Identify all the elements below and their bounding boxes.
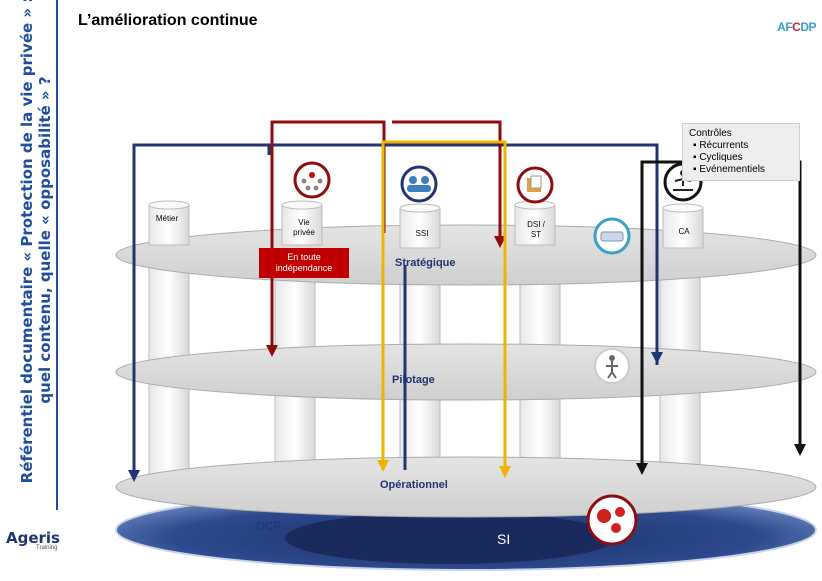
globe-badge-icon bbox=[593, 217, 631, 255]
label-vie-privee-line2: privée bbox=[293, 228, 315, 237]
document-folder-icon bbox=[516, 166, 554, 204]
yellow-loop-arrow bbox=[381, 140, 507, 470]
red-arrowhead bbox=[266, 345, 278, 357]
independance-line1: En toute bbox=[287, 252, 321, 262]
label-ca: CA bbox=[678, 227, 690, 236]
stage-strategique: Stratégique bbox=[395, 257, 456, 269]
controls-item: Cycliques bbox=[699, 152, 793, 164]
controls-heading: Contrôles bbox=[689, 128, 732, 139]
stage-pilotage: Pilotage bbox=[392, 374, 435, 386]
label-metier: Métier bbox=[155, 214, 179, 223]
independance-box: En toute indépendance bbox=[259, 248, 349, 278]
yellow-arrowhead bbox=[377, 460, 389, 472]
column bbox=[148, 264, 190, 371]
side-divider bbox=[56, 0, 58, 510]
brand-part3: DP bbox=[800, 20, 816, 34]
column bbox=[514, 204, 556, 246]
label-vie-privee-line1: Vie bbox=[298, 218, 310, 227]
yellow-arrowhead-2 bbox=[499, 466, 511, 478]
brand-logo: AFCDP bbox=[777, 20, 816, 34]
navy-arrowhead bbox=[128, 470, 140, 482]
base-label-dcp: DCP bbox=[256, 519, 282, 533]
logo-sub: Training bbox=[36, 545, 58, 551]
navy-arrowhead-2 bbox=[651, 352, 663, 364]
independance-line2: indépendance bbox=[275, 263, 333, 273]
top-columns bbox=[148, 200, 704, 249]
puzzle-person-icon bbox=[594, 348, 630, 384]
people-group-icon bbox=[293, 161, 331, 199]
column-top bbox=[148, 200, 190, 210]
column bbox=[662, 207, 704, 249]
column bbox=[399, 207, 441, 249]
users-icon bbox=[400, 165, 438, 203]
navy-loop-arrow bbox=[132, 143, 659, 475]
page-title: L’amélioration continue bbox=[78, 12, 258, 29]
operational-disc bbox=[115, 456, 817, 518]
brand-part1: AF bbox=[777, 20, 793, 34]
red-arrowhead-2 bbox=[494, 236, 506, 248]
controls-list: Récurrents Cycliques Evénementiels bbox=[689, 140, 793, 176]
column bbox=[148, 204, 190, 246]
column bbox=[281, 204, 323, 246]
pilotage-disc bbox=[115, 343, 817, 401]
column-top bbox=[399, 203, 441, 213]
column-top bbox=[281, 200, 323, 210]
red-loop-arrow-2 bbox=[392, 120, 502, 240]
controls-item: Récurrents bbox=[699, 140, 793, 152]
label-ssi: SSI bbox=[415, 229, 429, 238]
label-dsi-line1: DSI / bbox=[527, 220, 545, 229]
brand-part2: C bbox=[792, 20, 801, 34]
controls-item: Evénementiels bbox=[699, 164, 793, 176]
strategic-disc bbox=[115, 224, 817, 286]
base-inner bbox=[285, 512, 615, 564]
label-dsi: DSI / ST bbox=[517, 220, 555, 240]
column-top bbox=[662, 203, 704, 213]
label-dsi-line2: ST bbox=[530, 230, 542, 239]
ageris-logo: Ageris Training bbox=[4, 527, 60, 557]
logo-word: Ageris bbox=[6, 529, 60, 547]
side-panel: Référentiel documentaire « Protection de… bbox=[0, 0, 58, 510]
black-arrowhead-2 bbox=[794, 444, 806, 456]
gears-icon bbox=[586, 494, 638, 546]
stage-operationnel: Opérationnel bbox=[380, 479, 448, 491]
black-arrowhead bbox=[636, 463, 648, 475]
base-label-si: SI bbox=[497, 531, 511, 547]
controls-box: Contrôles Récurrents Cycliques Evénement… bbox=[682, 123, 800, 181]
label-vie-privee: Vie privée bbox=[285, 218, 323, 238]
